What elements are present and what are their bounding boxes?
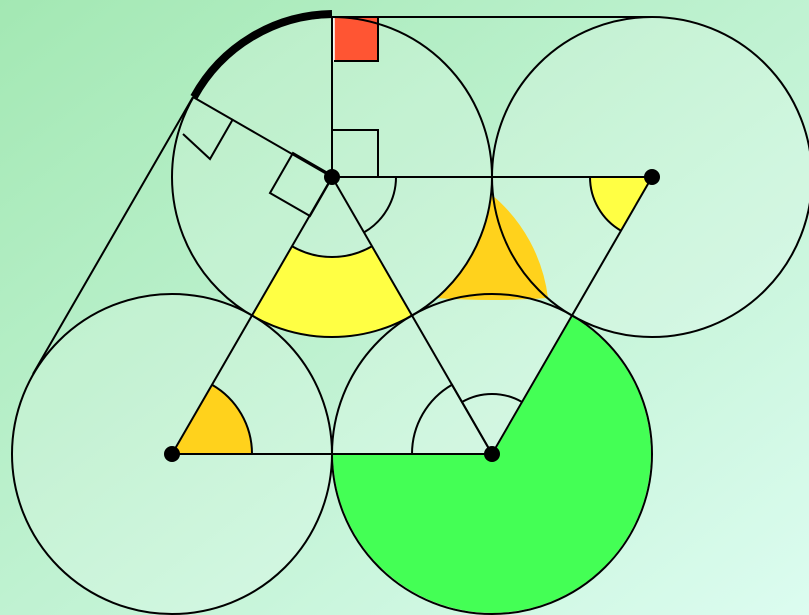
angle-arc-top-vertex (363, 176, 397, 234)
vertex-top (324, 169, 340, 185)
construction-lines (32, 16, 653, 455)
right-angle-marker-tangent (182, 118, 234, 161)
angle-arc-left-vertex (211, 383, 253, 455)
vertex-bottom-right (484, 446, 500, 462)
angle-arc-bottom-left-of-vertex (411, 383, 493, 455)
right-angle-marker-center (332, 129, 379, 177)
cusp-region-between-circles (436, 195, 548, 300)
angle-arc-right-vertex (589, 176, 622, 232)
right-angle-marker-filled (333, 16, 379, 62)
angle-arc-bottom-vertex (461, 392, 523, 403)
segment-left-to-top (171, 176, 333, 455)
vertex-points (164, 169, 660, 462)
slanted-radius (192, 96, 333, 178)
left-tangent-line (32, 96, 194, 375)
angle-arc-top-inner (291, 245, 373, 259)
segment-bottom-right-to-right (491, 176, 653, 455)
vertex-right (644, 169, 660, 185)
vertex-left (164, 446, 180, 462)
right-angle-marker-top (334, 16, 379, 62)
highlighted-arc (190, 10, 333, 99)
